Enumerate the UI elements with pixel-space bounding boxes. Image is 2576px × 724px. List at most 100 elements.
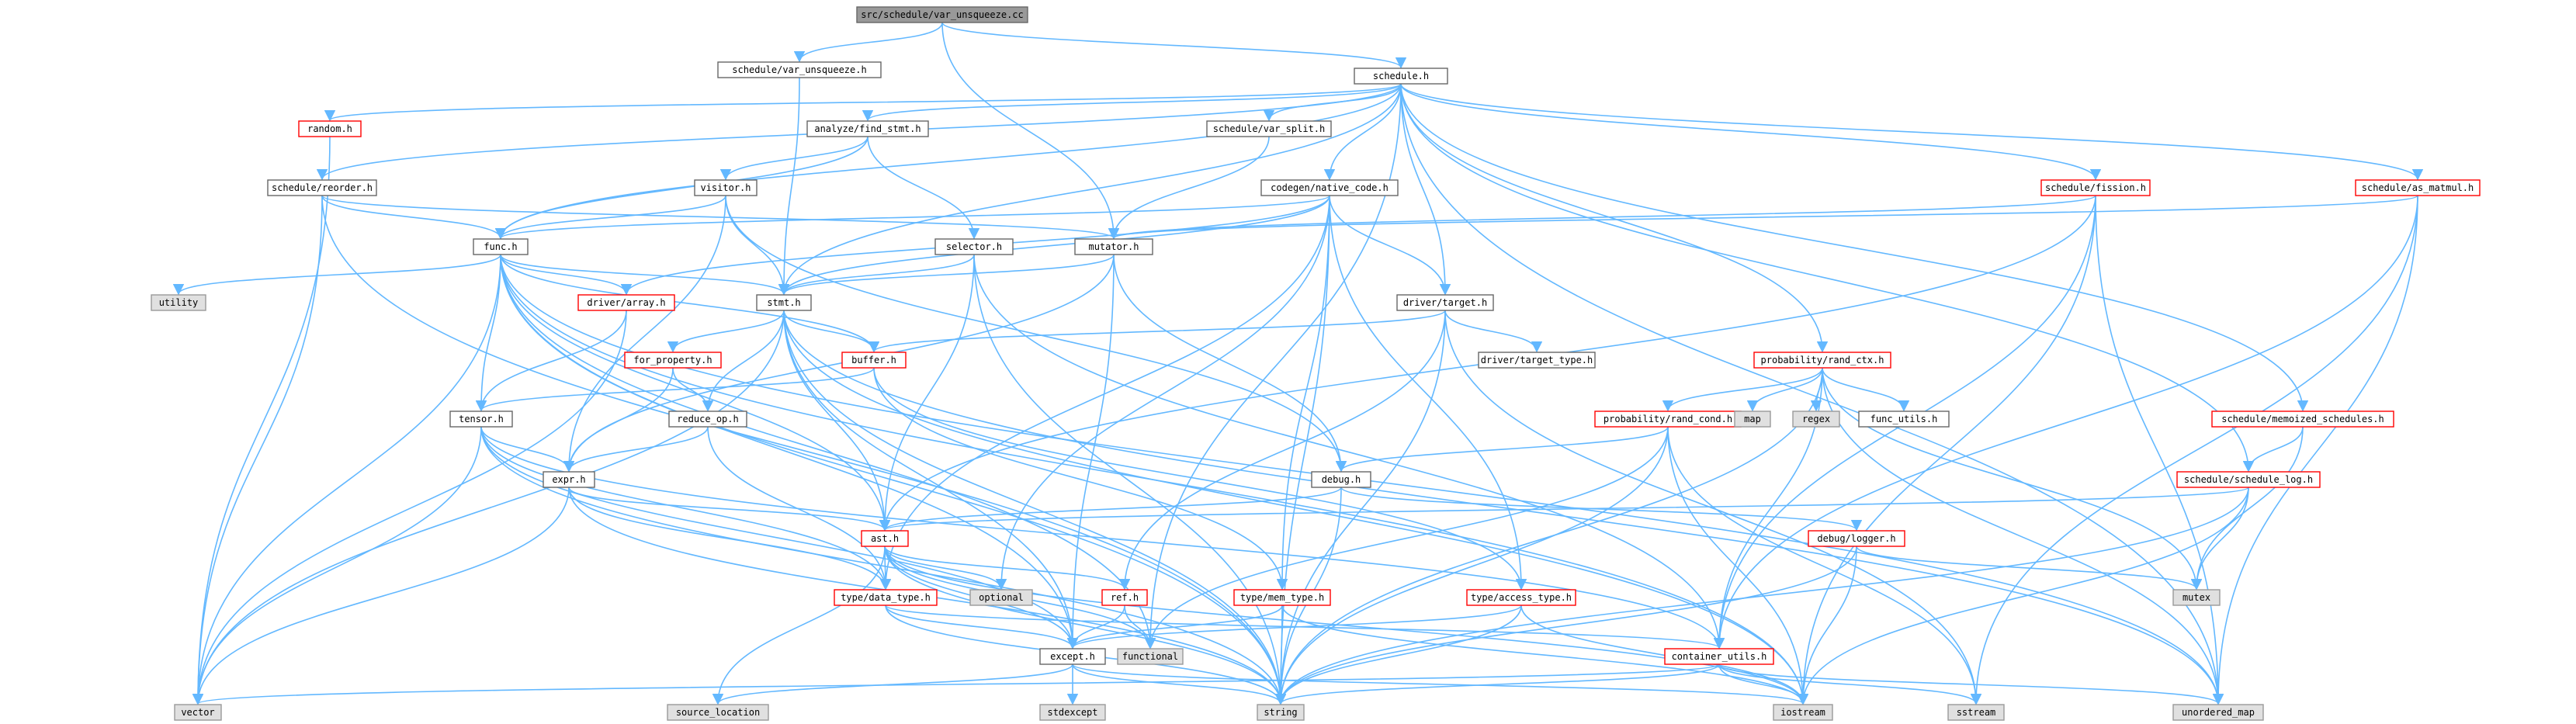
node-label-optional: optional bbox=[979, 592, 1024, 603]
node-stmt[interactable]: stmt.h bbox=[756, 294, 812, 311]
node-memtype[interactable]: type/mem_type.h bbox=[1233, 589, 1331, 606]
edges-layer bbox=[172, 22, 2423, 705]
node-utility: utility bbox=[151, 294, 206, 311]
node-box-driverarray bbox=[577, 294, 675, 311]
edge-drivertarget-to-buffer bbox=[868, 310, 1446, 353]
edge-stmt-to-ast bbox=[783, 310, 891, 532]
node-box-funcutils bbox=[1858, 410, 1950, 428]
node-label-schedlog: schedule/schedule_log.h bbox=[2184, 474, 2313, 485]
edge-stmt-to-except bbox=[783, 310, 1079, 650]
node-asmatmul[interactable]: schedule/as_matmul.h bbox=[2355, 179, 2481, 196]
node-box-stmt bbox=[756, 294, 812, 311]
node-label-reorder: schedule/reorder.h bbox=[272, 182, 373, 193]
node-drivertarget[interactable]: driver/target.h bbox=[1396, 294, 1494, 311]
node-buffer[interactable]: buffer.h bbox=[841, 352, 907, 369]
node-targettype[interactable]: driver/target_type.h bbox=[1478, 352, 1596, 369]
edge-schedule-to-schedlog bbox=[1400, 83, 2255, 473]
node-label-expr: expr.h bbox=[552, 474, 585, 485]
node-debug[interactable]: debug.h bbox=[1311, 471, 1371, 488]
node-containerutils[interactable]: container_utils.h bbox=[1664, 648, 1774, 665]
edge-randcond-to-string bbox=[1274, 426, 1669, 705]
node-box-func bbox=[473, 238, 529, 255]
node-label-debug: debug.h bbox=[1322, 474, 1361, 485]
node-randctx[interactable]: probability/rand_ctx.h bbox=[1753, 352, 1891, 369]
node-ref[interactable]: ref.h bbox=[1101, 589, 1148, 606]
edge-debuglogger-to-string bbox=[1274, 546, 1857, 705]
node-box-codegen bbox=[1260, 179, 1399, 196]
node-driverarray[interactable]: driver/array.h bbox=[577, 294, 675, 311]
node-random[interactable]: random.h bbox=[298, 120, 362, 137]
node-root[interactable]: src/schedule/var_unsqueeze.cc bbox=[856, 6, 1028, 23]
edge-memtype-to-except bbox=[1066, 604, 1283, 650]
edge-containerutils-to-iostream bbox=[1718, 663, 1809, 705]
node-box-schedlog bbox=[2176, 471, 2321, 488]
node-optional: optional bbox=[969, 589, 1033, 606]
edge-schedlog-to-string bbox=[1274, 487, 2249, 705]
node-schedvar[interactable]: schedule/var_unsqueeze.h bbox=[717, 61, 882, 78]
edge-ast-to-sourceloc bbox=[712, 546, 886, 705]
node-varsplit[interactable]: schedule/var_split.h bbox=[1206, 120, 1332, 137]
node-func[interactable]: func.h bbox=[473, 238, 529, 255]
edge-tensor-to-expr bbox=[480, 426, 575, 473]
node-ast[interactable]: ast.h bbox=[861, 530, 909, 547]
node-box-containerutils bbox=[1664, 648, 1774, 665]
node-string: string bbox=[1257, 704, 1305, 721]
edge-containerutils-to-sstream bbox=[1718, 663, 1982, 705]
node-schedule[interactable]: schedule.h bbox=[1354, 68, 1448, 85]
node-reorder[interactable]: schedule/reorder.h bbox=[267, 179, 377, 196]
edge-debug-to-debuglogger bbox=[1340, 487, 1862, 532]
node-visitor[interactable]: visitor.h bbox=[694, 179, 758, 196]
node-label-stmt: stmt.h bbox=[767, 297, 800, 308]
node-box-drivertarget bbox=[1396, 294, 1494, 311]
edge-forprop-to-reduceop bbox=[672, 367, 714, 412]
edge-schedule-to-unorderedmap bbox=[1400, 83, 2224, 705]
edge-randctx-to-unorderedmap bbox=[1822, 367, 2224, 705]
node-tensor[interactable]: tensor.h bbox=[449, 410, 513, 428]
node-selector[interactable]: selector.h bbox=[934, 238, 1014, 255]
edge-codegen-to-func bbox=[495, 195, 1330, 240]
node-debuglogger[interactable]: debug/logger.h bbox=[1808, 530, 1905, 547]
node-datatype[interactable]: type/data_type.h bbox=[834, 589, 938, 606]
edge-containerutils-to-string bbox=[1275, 663, 1720, 705]
node-box-optional bbox=[969, 589, 1033, 606]
edge-mutator-to-except bbox=[1066, 254, 1115, 650]
node-accesstype[interactable]: type/access_type.h bbox=[1466, 589, 1576, 606]
edge-codegen-to-memtype bbox=[1276, 195, 1330, 591]
edge-reduceop-to-expr bbox=[563, 426, 709, 473]
edge-memosched-to-schedlog bbox=[2242, 426, 2304, 473]
node-label-vector: vector bbox=[181, 707, 214, 718]
node-forprop[interactable]: for_property.h bbox=[624, 352, 722, 369]
edge-except-to-sourceloc bbox=[712, 663, 1073, 705]
edge-root-to-schedvar bbox=[793, 22, 943, 63]
edge-visitor-to-func bbox=[494, 195, 726, 240]
node-mutator[interactable]: mutator.h bbox=[1074, 238, 1153, 255]
edge-memosched-to-mutex bbox=[2190, 426, 2304, 591]
node-expr[interactable]: expr.h bbox=[543, 471, 595, 488]
edge-reorder-to-mutator bbox=[321, 195, 1119, 240]
node-funcutils[interactable]: func_utils.h bbox=[1858, 410, 1950, 428]
node-reduceop[interactable]: reduce_op.h bbox=[668, 410, 747, 428]
node-except[interactable]: except.h bbox=[1039, 648, 1106, 665]
node-label-codegen: codegen/native_code.h bbox=[1271, 182, 1389, 193]
node-label-selector: selector.h bbox=[946, 241, 1002, 252]
edge-stmt-to-iostream bbox=[783, 310, 1809, 705]
edge-reorder-to-vector bbox=[192, 195, 323, 705]
node-label-containerutils: container_utils.h bbox=[1672, 651, 1767, 662]
node-memosched[interactable]: schedule/memoized_schedules.h bbox=[2211, 410, 2394, 428]
node-codegen[interactable]: codegen/native_code.h bbox=[1260, 179, 1399, 196]
node-randcond[interactable]: probability/rand_cond.h bbox=[1594, 410, 1742, 428]
edge-driverarray-to-tensor bbox=[475, 310, 627, 412]
node-analyze[interactable]: analyze/find_stmt.h bbox=[806, 120, 929, 137]
edge-schedule-to-random bbox=[324, 83, 1402, 122]
node-box-memosched bbox=[2211, 410, 2394, 428]
node-box-accesstype bbox=[1466, 589, 1576, 606]
node-fission[interactable]: schedule/fission.h bbox=[2040, 179, 2151, 196]
edge-containerutils-to-unorderedmap bbox=[1718, 663, 2224, 705]
edge-fission-to-iostream bbox=[1797, 195, 2096, 705]
node-box-except bbox=[1039, 648, 1106, 665]
edge-func-to-vector bbox=[192, 254, 501, 705]
node-schedlog[interactable]: schedule/schedule_log.h bbox=[2176, 471, 2321, 488]
node-label-drivertarget: driver/target.h bbox=[1403, 297, 1487, 308]
node-label-sstream: sstream bbox=[1957, 707, 1996, 718]
